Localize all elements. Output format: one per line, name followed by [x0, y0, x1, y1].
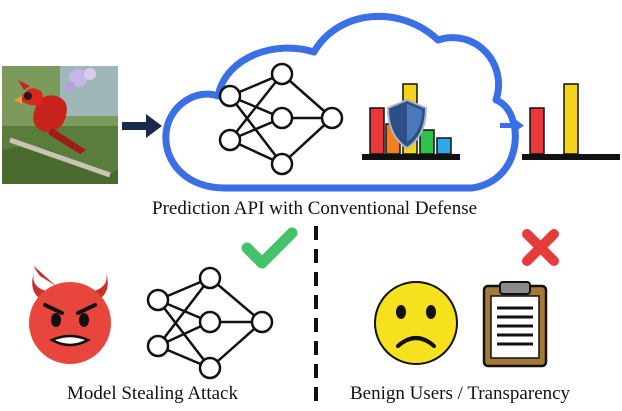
neural-network-icon — [146, 266, 274, 380]
devil-face-icon — [29, 266, 111, 364]
arrow-right-icon — [500, 117, 524, 134]
clipboard-icon — [482, 281, 548, 368]
arrow-right-icon — [122, 114, 162, 138]
attack-caption: Model Stealing Attack — [67, 383, 238, 404]
output-bars — [522, 83, 620, 160]
cloud-icon — [162, 12, 519, 192]
benign-caption: Benign Users / Transparency — [350, 383, 571, 404]
checkmark-icon — [241, 227, 298, 269]
api-caption: Prediction API with Conventional Defense — [152, 198, 478, 219]
neural-network-icon — [218, 62, 344, 176]
cross-icon — [522, 229, 559, 266]
sad-face-icon — [374, 281, 458, 365]
bird-photo — [2, 66, 118, 184]
shield-icon — [386, 98, 428, 150]
